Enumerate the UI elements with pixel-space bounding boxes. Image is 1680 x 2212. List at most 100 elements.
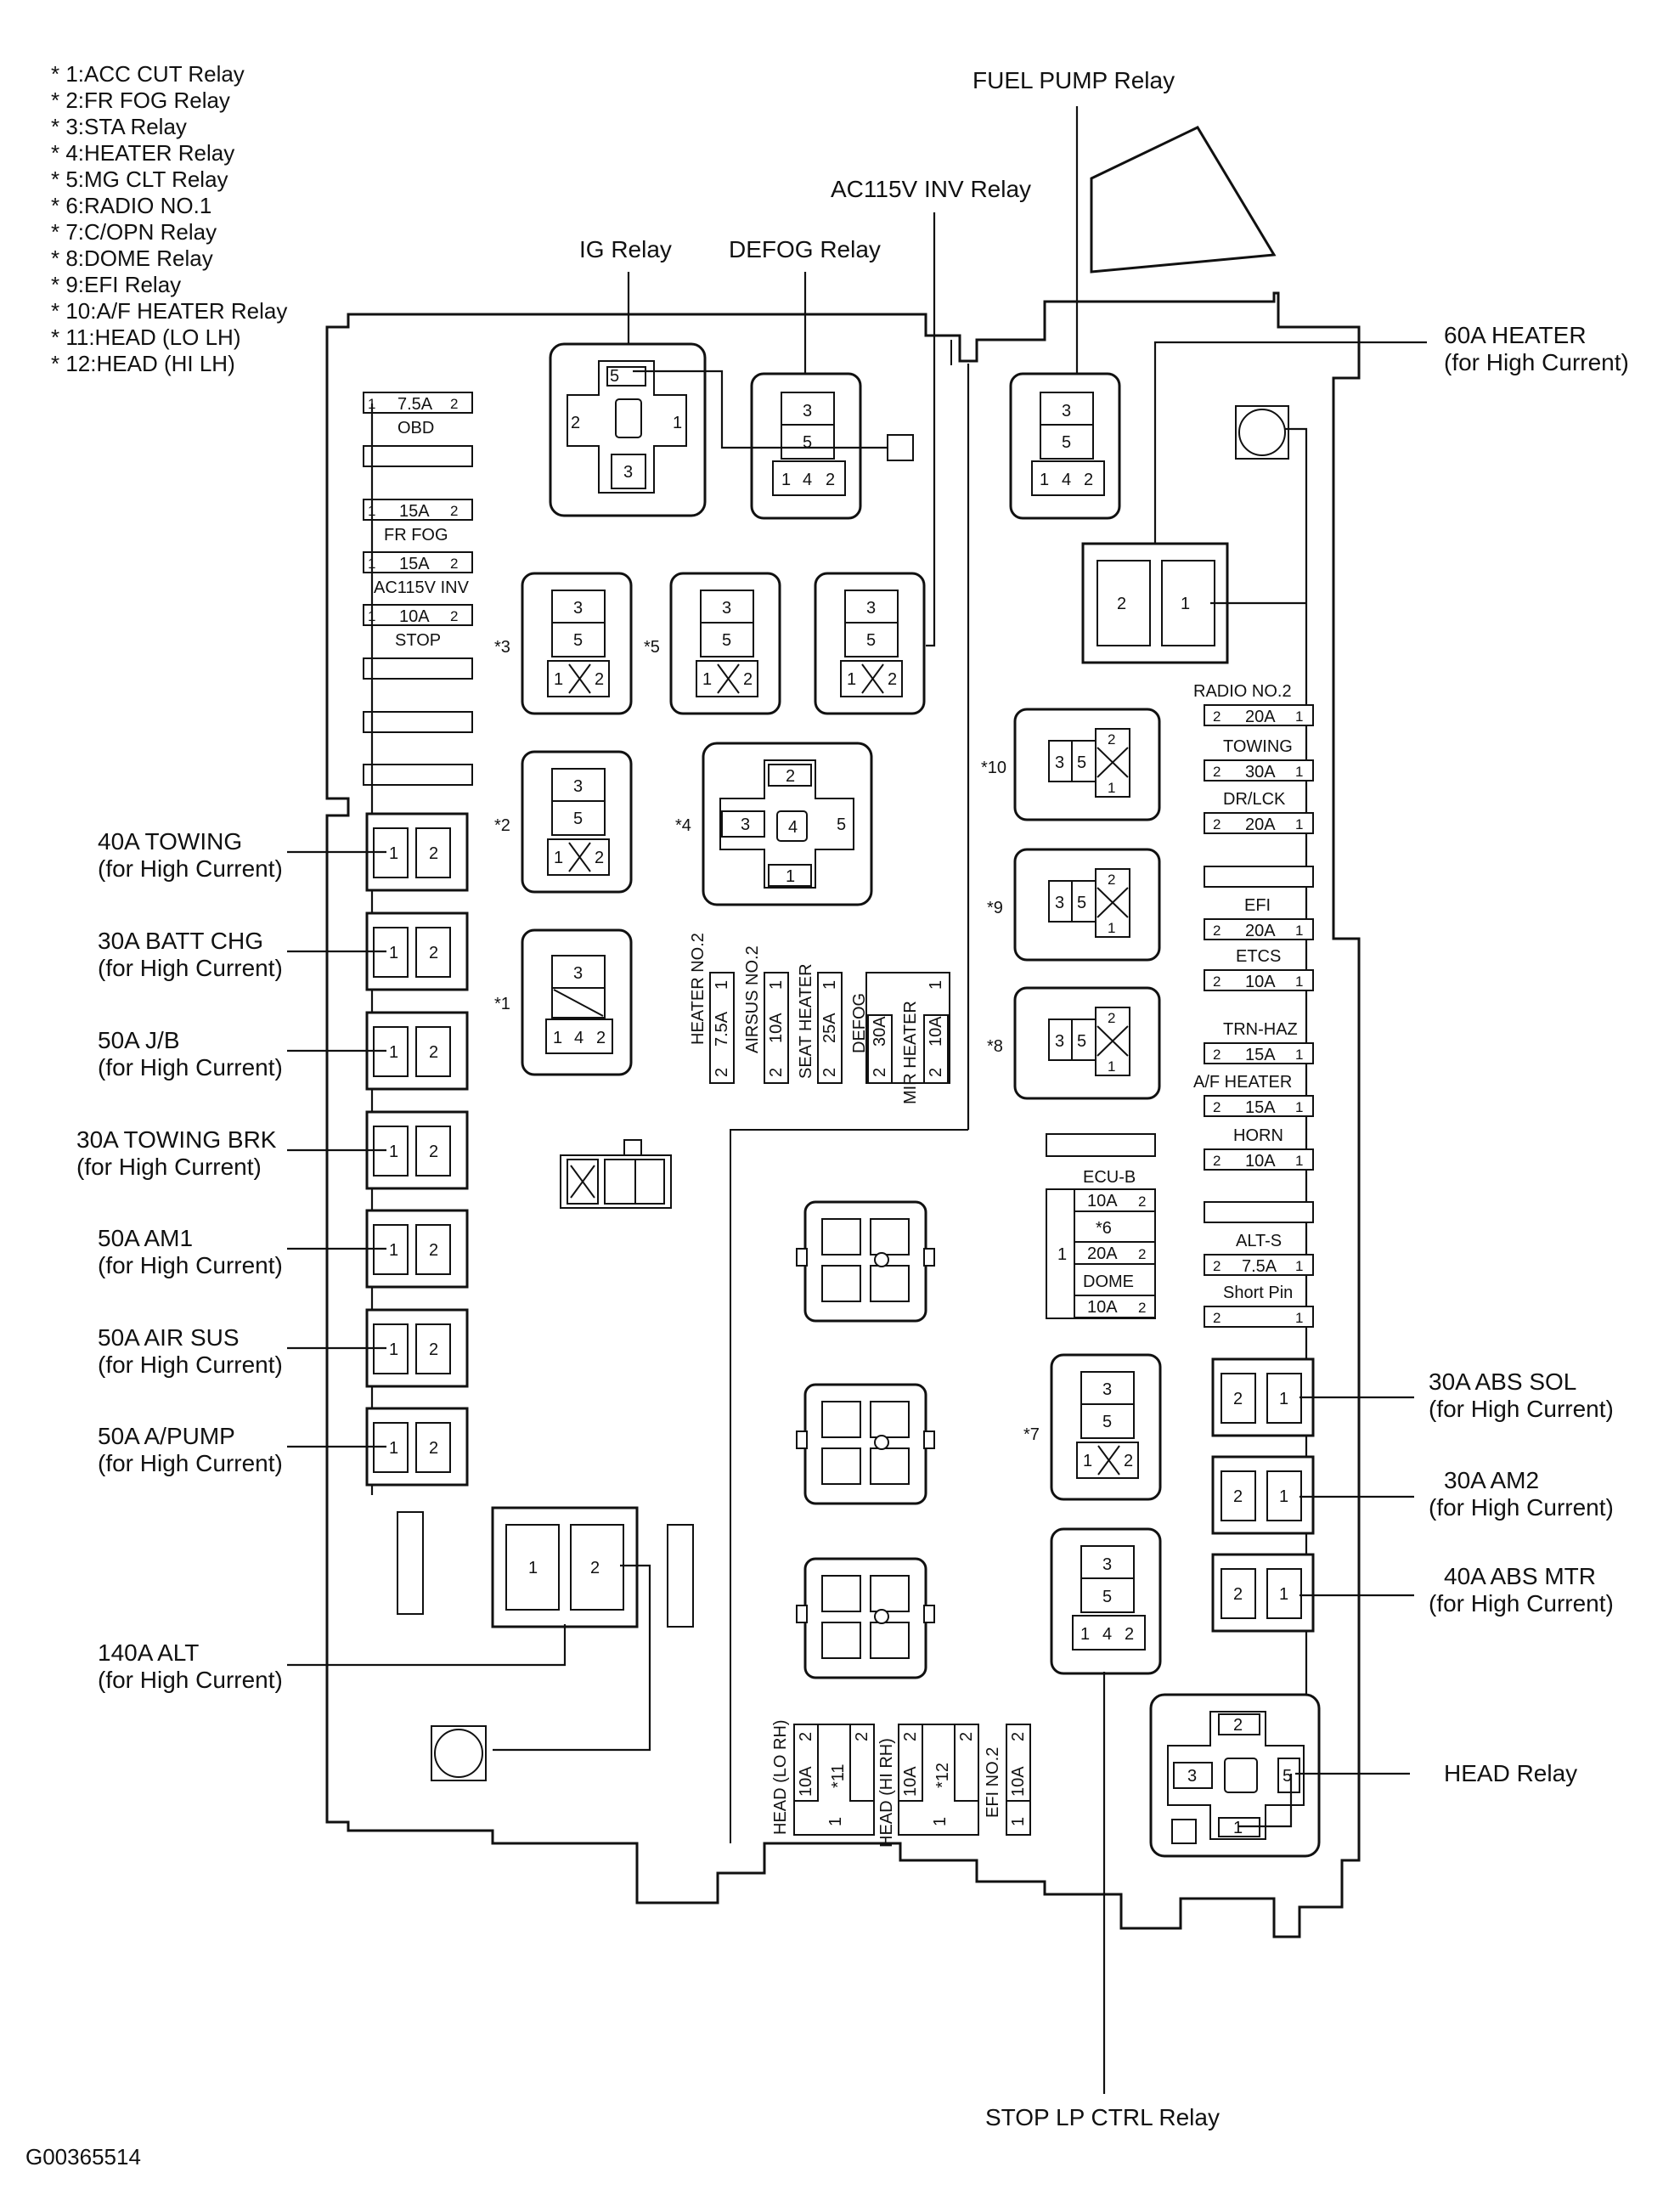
svg-text:*11: *11	[829, 1763, 848, 1788]
svg-text:4: 4	[1102, 1625, 1112, 1644]
svg-text:20A: 20A	[1087, 1244, 1118, 1263]
left-small-fuses: 1 7.5A 2 OBD 1 15A 2 FR FOG 1 15A 2 AC11…	[363, 392, 473, 1495]
svg-text:(for High Current): (for High Current)	[98, 955, 283, 981]
svg-text:2: 2	[888, 670, 897, 689]
svg-text:10A: 10A	[927, 1016, 945, 1047]
svg-text:Short Pin: Short Pin	[1223, 1284, 1293, 1302]
legend-item: * 2:FR FOG Relay	[51, 87, 230, 113]
svg-text:4: 4	[788, 818, 798, 837]
svg-text:3: 3	[1055, 1032, 1064, 1051]
svg-text:2: 2	[429, 1043, 438, 1062]
svg-text:1: 1	[1279, 1585, 1288, 1604]
svg-text:2: 2	[1108, 731, 1115, 748]
bottom-vertical-fuses: HEAD (LO RH) 10A 2 *11 2 1 HEAD (HI RH) …	[771, 1719, 1031, 1848]
svg-text:1: 1	[847, 670, 856, 689]
svg-text:2: 2	[713, 1068, 731, 1077]
svg-text:HEAD (HI RH): HEAD (HI RH)	[877, 1738, 896, 1848]
figure-id: G00365514	[25, 2144, 141, 2170]
svg-text:2: 2	[1213, 1258, 1221, 1274]
svg-text:2: 2	[797, 1732, 815, 1741]
svg-text:RADIO NO.2: RADIO NO.2	[1193, 682, 1292, 701]
svg-text:2: 2	[450, 396, 458, 412]
svg-text:*9: *9	[987, 899, 1003, 917]
svg-text:EFI NO.2: EFI NO.2	[984, 1747, 1002, 1818]
svg-text:HEAD (LO RH): HEAD (LO RH)	[771, 1719, 790, 1835]
svg-text:2: 2	[927, 1068, 945, 1077]
svg-text:2: 2	[901, 1732, 920, 1741]
svg-text:ETCS: ETCS	[1236, 947, 1281, 966]
svg-text:TOWING: TOWING	[1223, 737, 1293, 756]
svg-text:30A AM2: 30A AM2	[1444, 1467, 1539, 1493]
svg-text:(for High Current): (for High Current)	[98, 1252, 283, 1278]
svg-text:(for High Current): (for High Current)	[1444, 349, 1629, 375]
svg-text:2: 2	[1213, 708, 1221, 725]
svg-text:3: 3	[722, 599, 731, 618]
svg-text:(for High Current): (for High Current)	[1429, 1590, 1614, 1617]
svg-text:OBD: OBD	[397, 419, 434, 437]
center-connectors	[796, 1200, 935, 1679]
svg-text:*5: *5	[644, 638, 660, 657]
svg-text:(for High Current): (for High Current)	[98, 1667, 283, 1693]
svg-text:1: 1	[1295, 973, 1303, 990]
ig-relay: 5 2 1 3	[549, 342, 707, 517]
defog-relay-label: DEFOG Relay	[729, 236, 881, 262]
svg-text:1: 1	[1295, 923, 1303, 939]
ig-relay-label: IG Relay	[579, 236, 672, 262]
svg-text:1: 1	[1108, 920, 1115, 936]
svg-text:AIRSUS NO.2: AIRSUS NO.2	[743, 945, 762, 1053]
svg-text:20A: 20A	[1245, 815, 1276, 834]
svg-text:2: 2	[1108, 872, 1115, 888]
svg-text:10A: 10A	[1245, 973, 1276, 991]
svg-text:5: 5	[573, 810, 583, 828]
svg-text:(for High Current): (for High Current)	[76, 1154, 262, 1180]
svg-text:1: 1	[1108, 1058, 1115, 1075]
svg-text:2: 2	[1213, 816, 1221, 832]
svg-text:(for High Current): (for High Current)	[98, 1450, 283, 1476]
svg-text:4: 4	[1062, 471, 1071, 489]
svg-text:2: 2	[595, 849, 604, 867]
svg-text:5: 5	[610, 367, 619, 386]
svg-text:1: 1	[1080, 1625, 1090, 1644]
svg-text:*10: *10	[981, 759, 1006, 777]
svg-text:2: 2	[1124, 1452, 1133, 1470]
svg-text:5: 5	[837, 815, 846, 834]
svg-text:(for High Current): (for High Current)	[1429, 1494, 1614, 1521]
svg-text:HORN: HORN	[1233, 1126, 1283, 1145]
svg-text:10A: 10A	[797, 1766, 815, 1797]
svg-text:2: 2	[1233, 1390, 1243, 1408]
ac115v-leader	[926, 212, 936, 647]
svg-text:2: 2	[1117, 595, 1126, 613]
legend-item: * 12:HEAD (HI LH)	[51, 351, 235, 376]
svg-text:MIR HEATER: MIR HEATER	[901, 1001, 920, 1104]
svg-text:(for High Current): (for High Current)	[98, 1054, 283, 1081]
svg-text:EFI: EFI	[1244, 896, 1271, 915]
svg-text:ECU-B: ECU-B	[1083, 1168, 1136, 1187]
svg-text:*2: *2	[494, 816, 510, 835]
svg-text:3: 3	[573, 599, 583, 618]
svg-text:1: 1	[1279, 1390, 1288, 1408]
svg-text:2: 2	[596, 1029, 606, 1047]
svg-text:2: 2	[1233, 1487, 1243, 1506]
head-relay: 2 3 5 1 HEAD Relay	[1149, 1693, 1577, 1858]
svg-text:*3: *3	[494, 638, 510, 657]
svg-text:1: 1	[673, 414, 682, 432]
svg-text:1: 1	[1295, 764, 1303, 780]
svg-text:2: 2	[1233, 1585, 1243, 1604]
legend-item: * 6:RADIO NO.1	[51, 193, 211, 218]
svg-text:2: 2	[1213, 1153, 1221, 1169]
svg-text:DR/LCK: DR/LCK	[1223, 790, 1286, 809]
svg-text:2: 2	[429, 1143, 438, 1161]
legend-item: * 4:HEATER Relay	[51, 140, 234, 166]
svg-text:30A ABS SOL: 30A ABS SOL	[1429, 1368, 1576, 1395]
fuse-box-outline	[325, 291, 1361, 1938]
center-vertical-fuses: HEATER NO.2 2 7.5A 1 AIRSUS NO.2 2 10A 1…	[689, 933, 950, 1104]
legend-item: * 10:A/F HEATER Relay	[51, 298, 287, 324]
svg-text:2: 2	[1233, 1716, 1243, 1735]
svg-text:5: 5	[1102, 1413, 1112, 1431]
